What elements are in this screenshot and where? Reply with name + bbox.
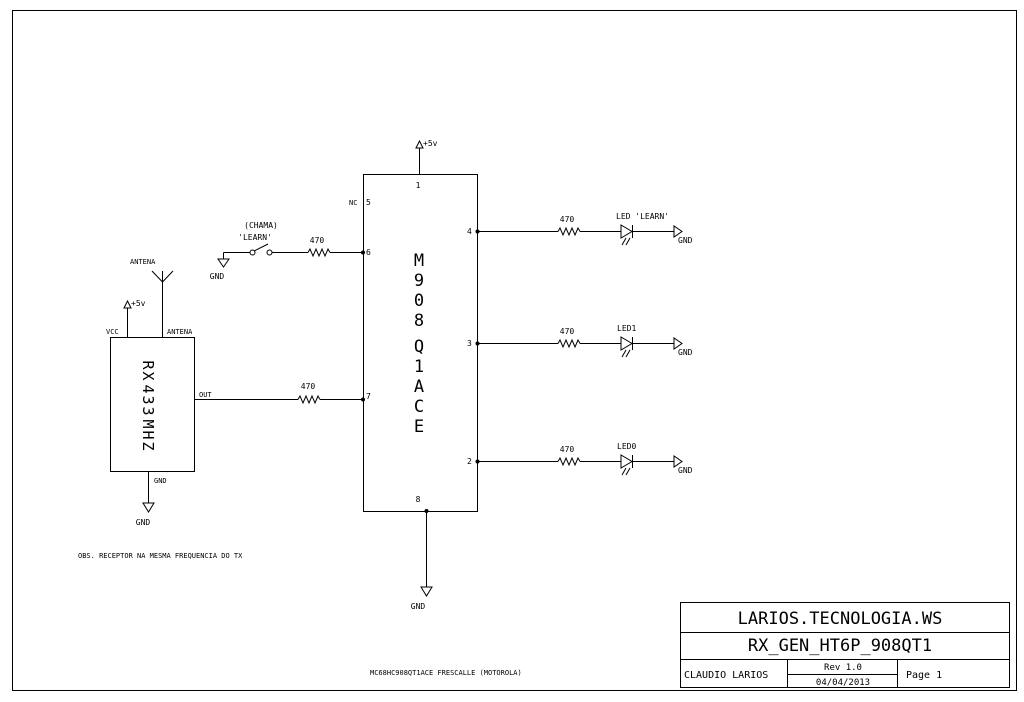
led0-label: LED0 [617,442,636,451]
receiver-module: R X 4 3 3 M H Z VCC ANTENA OUT GND [106,328,212,485]
mcu-pin-2: 2 [467,457,472,466]
mcu-name-char: A [414,377,424,397]
led1-circuit: GND 470 LED1 [475,324,693,358]
title-block: LARIOS.TECNOLOGIA.WS RX_GEN_HT6P_908QT1 … [680,602,1010,688]
resistor-value: 470 [310,236,325,245]
resistor-value: 470 [560,327,575,336]
receiver-gnd-pin: GND [154,477,167,485]
mcu-pin-1: 1 [416,181,421,190]
svg-text:+5v: +5v [423,139,438,148]
svg-text:GND: GND [678,348,693,357]
receiver-name-char: R [139,360,157,370]
mcu-name-char: Q [414,337,424,357]
switch-note-chama: (CHAMA) [244,221,278,230]
mcu-pin-3: 3 [467,339,472,348]
title-rev: Rev 1.0 [824,663,862,673]
learn-switch: GND (CHAMA) 'LEARN' 470 [210,221,365,281]
receiver-name-char: 4 [139,384,157,393]
receiver-vcc-symbol: +5v [123,299,146,337]
led1-label: LED1 [617,324,636,333]
svg-text:GND: GND [678,466,693,475]
mcu-vcc-symbol: +5v [415,139,438,174]
mcu-name-char: M [414,251,424,271]
title-author: CLAUDIO LARIOS [684,670,768,681]
mcu-name-char: 0 [414,291,424,311]
led-learn-circuit: GND 470 LED 'LEARN' [475,212,693,246]
mcu-name-char: 8 [414,311,424,331]
resistor-value: 470 [301,382,316,391]
title-company: LARIOS.TECNOLOGIA.WS [738,609,943,629]
out-to-pin7-wire: 470 [194,382,365,405]
mcu-pin-4: 4 [467,227,472,236]
svg-text:GND: GND [136,518,151,527]
mcu-name-char: 1 [414,357,424,377]
receiver-name-char: 3 [139,395,157,404]
mcu-pin-6: 6 [366,248,371,257]
title-page: Page 1 [906,670,942,681]
resistor-value: 470 [560,445,575,454]
svg-text:GND: GND [411,602,426,611]
title-date: 04/04/2013 [816,678,870,688]
receiver-vcc-pin: VCC [106,328,119,336]
led-learn-label: LED 'LEARN' [616,212,669,221]
mcu-pin-7: 7 [366,392,371,401]
mcu-pin-nc: NC [349,199,357,207]
receiver-name-char: H [139,430,157,439]
svg-text:+5v: +5v [131,299,146,308]
obs-note: OBS. RECEPTOR NA MESMA FREQUENCIA DO TX [78,552,243,560]
mcu-name-char: E [414,417,424,437]
mcu-name-char: 9 [414,271,424,291]
mcu-pin-5: 5 [366,198,371,207]
mcu-gnd-symbol: GND [411,509,433,611]
receiver-name-char: M [139,419,157,428]
mcu-pin-8: 8 [416,495,421,504]
receiver-name-char: 3 [139,406,157,415]
receiver-name: R X 4 3 3 M H Z [139,360,157,450]
mcu-name-char: C [414,397,424,417]
receiver-gnd-symbol: GND [136,471,155,527]
sheet-border [12,10,1017,691]
title-drawing: RX_GEN_HT6P_908QT1 [748,636,932,656]
receiver-out-pin: OUT [199,391,212,399]
switch-note-learn: 'LEARN' [238,233,272,242]
svg-text:GND: GND [678,236,693,245]
receiver-antenna-pin: ANTENA [167,328,193,336]
resistor-value: 470 [560,215,575,224]
led0-circuit: GND 470 LED0 [475,442,693,476]
svg-text:GND: GND [210,272,225,281]
receiver-name-char: X [139,371,157,380]
antenna-symbol: ANTENA [130,258,174,337]
receiver-name-char: Z [139,441,157,450]
mcu-chip: M 9 0 8 Q 1 A C E 1 5 NC 6 7 4 3 2 8 [349,174,478,512]
antenna-label: ANTENA [130,258,156,266]
mcu-name: M 9 0 8 Q 1 A C E [414,251,424,437]
part-note: MC68HC908QT1ACE FRESCALLE (MOTOROLA) [370,669,522,677]
